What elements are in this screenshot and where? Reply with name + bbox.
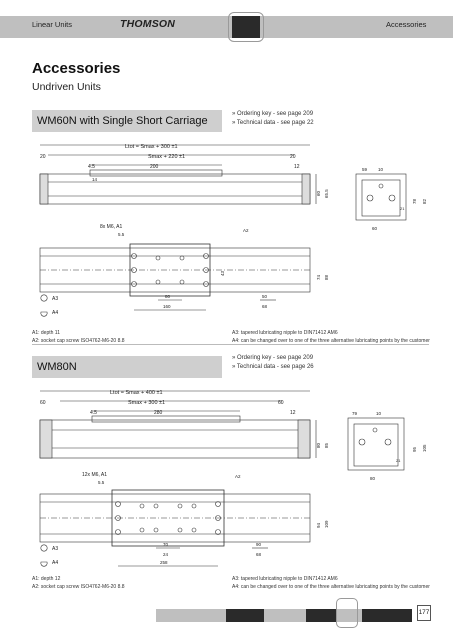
svg-text:50: 50 bbox=[262, 294, 268, 299]
svg-text:21: 21 bbox=[400, 206, 405, 211]
svg-text:258: 258 bbox=[160, 560, 168, 565]
svg-text:74: 74 bbox=[316, 274, 321, 280]
svg-text:A2: A2 bbox=[235, 474, 241, 479]
svg-text:80: 80 bbox=[316, 442, 321, 448]
svg-text:60: 60 bbox=[40, 400, 46, 406]
svg-text:60: 60 bbox=[316, 190, 321, 196]
svg-text:5.5: 5.5 bbox=[118, 232, 125, 237]
svg-text:90: 90 bbox=[256, 542, 262, 547]
notes-right-wm60n: A3: tapered lubricating nipple to DIN714… bbox=[232, 330, 430, 344]
notes-right-wm80n: A3: tapered lubricating nipple to DIN714… bbox=[232, 576, 430, 590]
svg-text:79: 79 bbox=[352, 411, 358, 416]
dim-sx: Smax + 220 ±1 bbox=[148, 154, 185, 160]
svg-text:80: 80 bbox=[370, 476, 376, 481]
svg-text:80: 80 bbox=[165, 294, 171, 299]
header-ring bbox=[228, 12, 264, 42]
svg-text:20: 20 bbox=[40, 154, 46, 160]
svg-text:78: 78 bbox=[412, 198, 417, 204]
svg-text:20: 20 bbox=[290, 154, 296, 160]
model-box-wm60n bbox=[32, 110, 222, 132]
svg-text:59: 59 bbox=[362, 167, 368, 172]
ordering-key-link[interactable]: » Ordering key - see page 209 bbox=[232, 355, 314, 361]
svg-text:5.5: 5.5 bbox=[98, 480, 105, 485]
svg-text:95: 95 bbox=[412, 446, 417, 452]
svg-text:43: 43 bbox=[220, 270, 225, 276]
svg-text:12: 12 bbox=[294, 164, 300, 170]
svg-text:94: 94 bbox=[316, 522, 321, 528]
page-title: Accessories bbox=[32, 60, 121, 77]
svg-text:10: 10 bbox=[376, 411, 382, 416]
header-accent bbox=[232, 16, 260, 38]
svg-text:60: 60 bbox=[278, 400, 284, 406]
svg-text:70: 70 bbox=[163, 542, 169, 547]
thomson-logo: THOMSON bbox=[120, 18, 176, 30]
svg-text:A4: A4 bbox=[52, 310, 58, 316]
svg-text:88: 88 bbox=[324, 274, 329, 280]
svg-text:A4: A4 bbox=[52, 560, 58, 566]
svg-text:60: 60 bbox=[372, 226, 378, 231]
dim-ltot: Ltot = Smax + 400 ±1 bbox=[110, 390, 163, 396]
refs-wm60n: » Ordering key - see page 209 » Technica… bbox=[232, 110, 314, 127]
model-title-wm60n: WM60N with Single Short Carriage bbox=[37, 115, 208, 127]
svg-text:14: 14 bbox=[92, 177, 98, 182]
footer-bar bbox=[362, 609, 412, 622]
footer-bar bbox=[264, 609, 306, 622]
footer-bar bbox=[306, 609, 336, 622]
drawing-wm80n: Ltot = Smax + 400 ±1 Smax + 300 ±1 60 60… bbox=[39, 390, 427, 567]
technical-data-link[interactable]: » Technical data - see page 26 bbox=[232, 363, 314, 370]
svg-text:A3: A3 bbox=[52, 546, 58, 552]
svg-text:12: 12 bbox=[290, 410, 296, 416]
thread-label: 8x M6, A1 bbox=[100, 224, 122, 230]
dim-sx: Smax + 300 ±1 bbox=[128, 400, 165, 406]
page-number: 177 bbox=[417, 605, 431, 621]
thread-label: 12x M6, A1 bbox=[82, 472, 107, 478]
svg-text:68: 68 bbox=[256, 552, 262, 557]
category-label: Accessories bbox=[386, 20, 427, 29]
footer-bar bbox=[336, 609, 362, 622]
svg-text:82: 82 bbox=[422, 198, 427, 204]
svg-text:160: 160 bbox=[163, 304, 171, 309]
notes-left-wm80n: A1: depth 12 A2: socket cap screw ISO476… bbox=[32, 576, 125, 590]
svg-text:21: 21 bbox=[396, 458, 401, 463]
svg-text:200: 200 bbox=[150, 164, 159, 170]
section-label: Linear Units bbox=[32, 20, 73, 29]
svg-text:4.5: 4.5 bbox=[88, 164, 95, 170]
svg-text:109: 109 bbox=[324, 520, 329, 528]
model-box-wm80n bbox=[32, 356, 222, 378]
svg-text:280: 280 bbox=[154, 410, 163, 416]
svg-text:85: 85 bbox=[324, 442, 329, 448]
dim-ltot: Ltot = Smax + 300 ±1 bbox=[125, 144, 178, 150]
footer-bar bbox=[226, 609, 264, 622]
section-divider bbox=[32, 344, 429, 345]
page-subtitle: Undriven Units bbox=[32, 81, 101, 93]
technical-data-link[interactable]: » Technical data - see page 22 bbox=[232, 119, 314, 126]
svg-text:68: 68 bbox=[262, 304, 268, 309]
notes-left-wm60n: A1: depth 11 A2: socket cap screw ISO476… bbox=[32, 330, 125, 344]
svg-text:65.5: 65.5 bbox=[324, 189, 329, 198]
svg-text:10: 10 bbox=[378, 167, 384, 172]
svg-text:105: 105 bbox=[422, 444, 427, 452]
model-title-wm80n: WM80N bbox=[37, 361, 77, 373]
footer-ring bbox=[336, 598, 358, 628]
refs-wm80n: » Ordering key - see page 209 » Technica… bbox=[232, 354, 314, 371]
drawing-wm60n: Ltot = Smax + 300 ±1 Smax + 220 ±1 20 20… bbox=[39, 144, 427, 317]
ordering-key-link[interactable]: » Ordering key - see page 209 bbox=[232, 111, 314, 117]
header-bar bbox=[0, 16, 453, 38]
svg-text:A3: A3 bbox=[52, 296, 58, 302]
svg-text:4.5: 4.5 bbox=[90, 410, 97, 416]
footer-bar bbox=[156, 609, 226, 622]
svg-text:24: 24 bbox=[163, 552, 169, 557]
svg-text:A2: A2 bbox=[243, 228, 249, 233]
